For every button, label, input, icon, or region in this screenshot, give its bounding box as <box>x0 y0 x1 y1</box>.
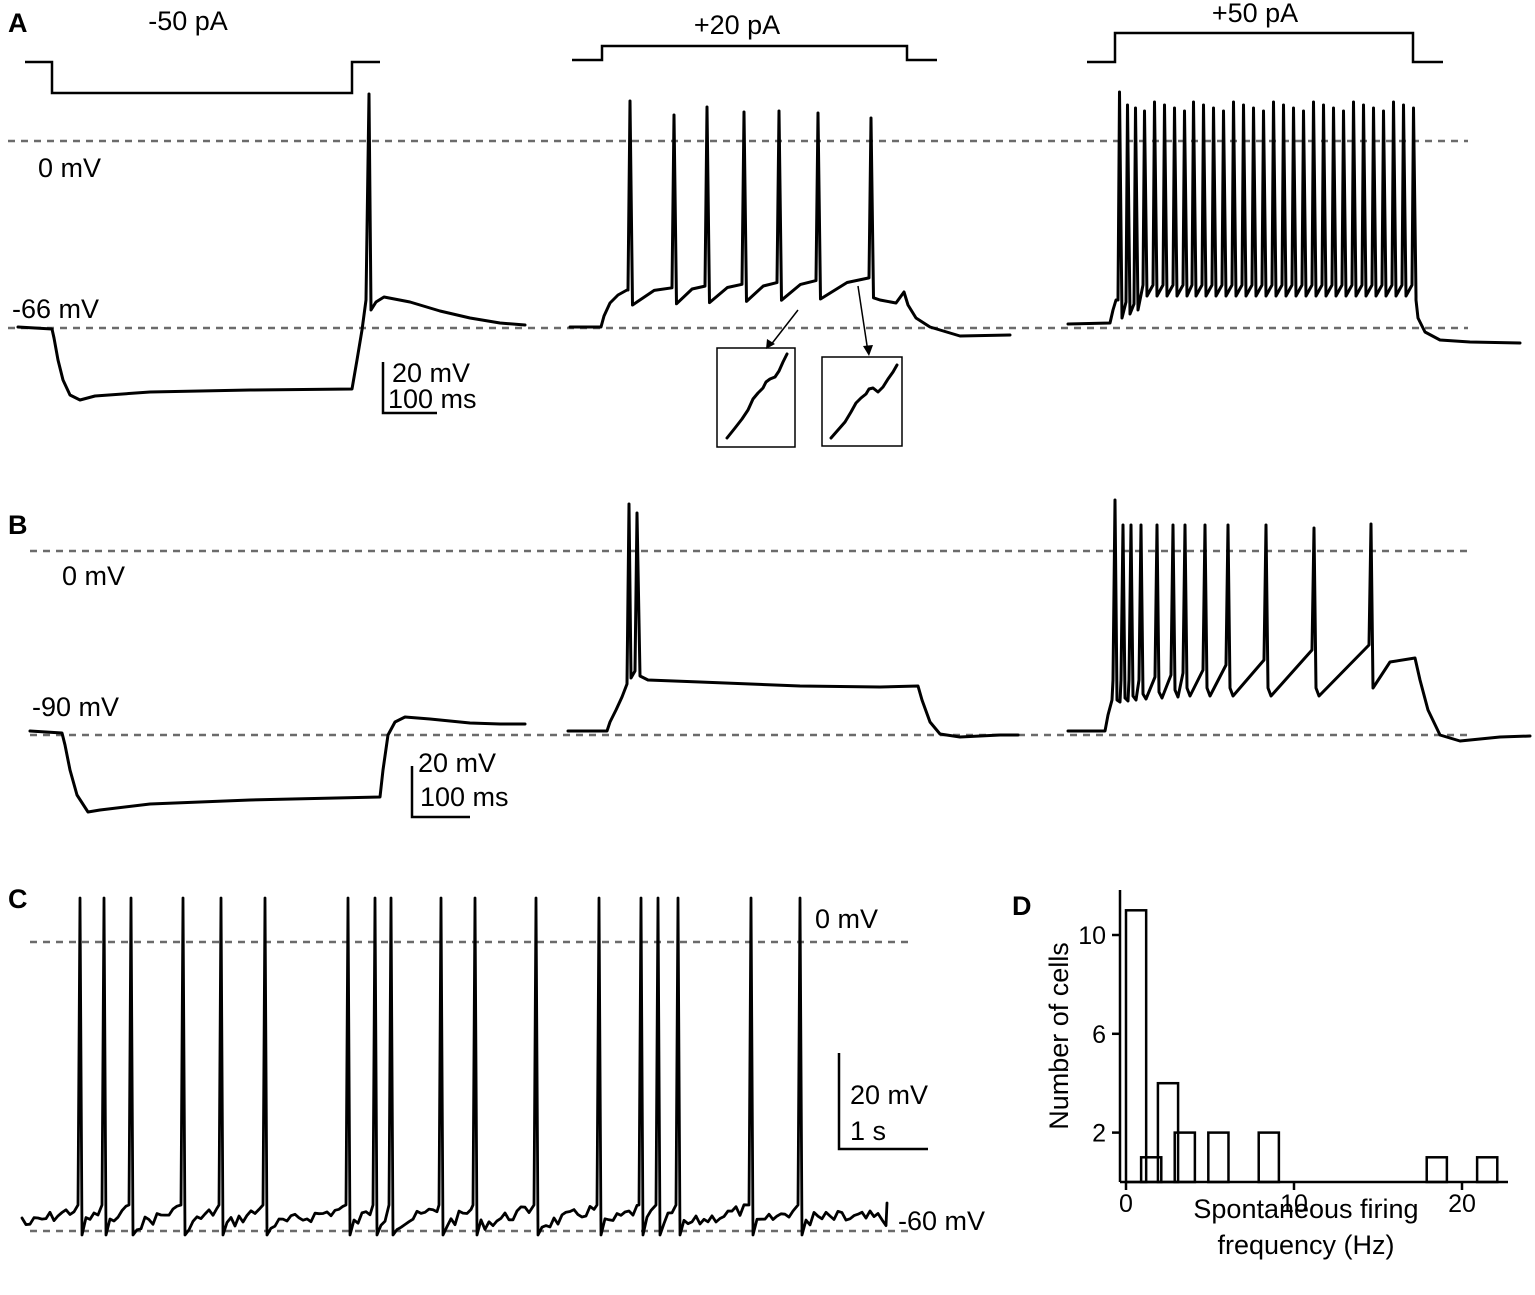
inset-trace-2 <box>829 363 899 440</box>
x-axis-label-line1: Spontaneous firing <box>1193 1194 1418 1224</box>
histogram-bar-7 <box>1475 1156 1499 1184</box>
ref-label-c-rest: -60 mV <box>898 1206 985 1236</box>
panel-a: A -50 pA +20 pA +50 pA 0 mV -66 mV 20 mV… <box>8 0 1522 448</box>
arrow-head-2 <box>863 345 873 356</box>
trace-b-pos50 <box>1066 498 1532 743</box>
x-tick-label-2: 20 <box>1448 1190 1476 1218</box>
scale-c-time: 1 s <box>850 1116 886 1146</box>
stim-label-pos20: +20 pA <box>694 10 780 40</box>
ref-label-b-zero: 0 mV <box>62 561 125 591</box>
panel-d-label: D <box>1012 891 1032 921</box>
scale-b-voltage: 20 mV <box>418 748 496 778</box>
trace-a-pos50 <box>1066 90 1522 345</box>
inset-box-1 <box>716 347 796 448</box>
stim-label-neg50: -50 pA <box>148 6 228 36</box>
panel-c-label: C <box>8 884 28 914</box>
y-axis-label: Number of cells <box>1044 942 1074 1130</box>
inset-arrow-1 <box>769 309 799 347</box>
y-tick-label-1: 6 <box>1092 1021 1106 1049</box>
panel-b-label: B <box>8 510 28 540</box>
inset-box-2 <box>821 356 903 447</box>
scale-bar-a <box>381 362 437 415</box>
x-tick-label-0: 0 <box>1119 1190 1133 1218</box>
y-tick-label-0: 2 <box>1092 1120 1106 1148</box>
histogram-bars <box>1124 909 1499 1184</box>
y-tick-label-2: 10 <box>1078 922 1106 950</box>
x-tick-label-1: 10 <box>1280 1190 1308 1218</box>
x-axis-label-line2: frequency (Hz) <box>1217 1230 1394 1260</box>
stim-a-pos20 <box>572 44 937 62</box>
histogram-bar-6 <box>1425 1156 1449 1184</box>
stim-a-neg50 <box>25 60 380 95</box>
inset-arrow-2 <box>857 285 869 353</box>
trace-c-spontaneous <box>20 896 889 1237</box>
histogram-bar-5 <box>1257 1131 1281 1184</box>
inset-trace-1 <box>725 352 789 440</box>
trace-b-pos20 <box>566 502 1020 739</box>
scale-bar-c <box>837 1053 928 1151</box>
ref-label-a-rest: -66 mV <box>12 294 99 324</box>
scale-bar-b <box>410 766 470 819</box>
trace-a-neg50 <box>16 92 527 402</box>
arrow-head-1 <box>766 339 775 349</box>
ref-label-c-zero: 0 mV <box>815 904 878 934</box>
scale-c-voltage: 20 mV <box>850 1080 928 1110</box>
histogram-bar-0 <box>1124 909 1148 1184</box>
scale-a-voltage: 20 mV <box>392 358 470 388</box>
panel-d: D 0 10 20 2 6 10 Number of cells Spontaneous … <box>1012 890 1508 1260</box>
panel-c: C 0 mV -60 mV 20 mV 1 s <box>8 884 985 1237</box>
ref-label-b-rest: -90 mV <box>32 692 119 722</box>
stim-label-pos50: +50 pA <box>1212 0 1298 28</box>
scale-b-time: 100 ms <box>420 782 509 812</box>
scale-a-time: 100 ms <box>388 384 477 414</box>
panel-b: B 0 mV -90 mV 20 mV 100 ms <box>8 498 1532 819</box>
trace-a-pos20 <box>568 99 1012 338</box>
panel-a-label: A <box>8 8 28 38</box>
histogram-ticks: 0 10 20 2 6 10 <box>1078 922 1476 1218</box>
trace-b-neg50 <box>28 715 527 814</box>
histogram-bar-4 <box>1207 1131 1230 1184</box>
stim-a-pos50 <box>1087 31 1443 64</box>
ref-label-a-zero: 0 mV <box>38 153 101 183</box>
